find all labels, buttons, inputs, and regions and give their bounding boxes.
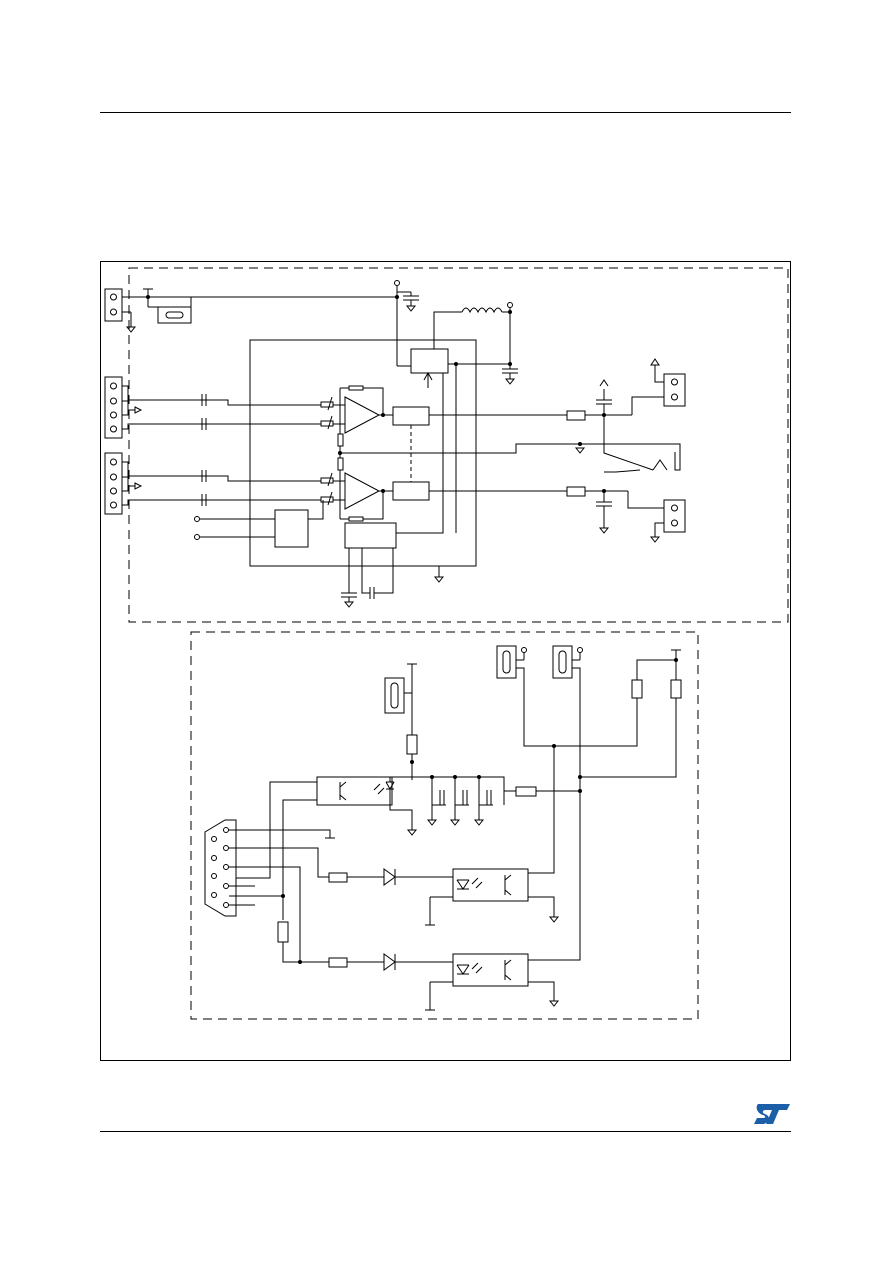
boost-inductor: [433, 302, 518, 385]
output-stage-1: [392, 406, 430, 426]
speaker-connector-2: [649, 499, 686, 543]
speaker-connector-1: [650, 358, 686, 407]
jumper-1: [384, 663, 418, 780]
amplifier-module-boundary: [128, 267, 789, 623]
control-inputs: [194, 516, 275, 540]
charge-pump-capacitors: [341, 548, 445, 608]
fuse: [147, 297, 192, 324]
serial-port-connector: [204, 819, 335, 964]
output-optocoupler: [230, 776, 418, 920]
st-logo: [754, 1104, 790, 1124]
interface-module-boundary: [190, 631, 699, 1020]
control-logic-block: [274, 509, 309, 548]
input-connector-b: [104, 452, 323, 515]
op-amp-channel-2: [320, 451, 393, 522]
header-rule: [100, 112, 791, 113]
headphone-jack: [574, 442, 681, 471]
charge-pump-block: [344, 522, 397, 549]
boost-regulator-block: [410, 348, 449, 374]
jumper-2: [496, 645, 638, 748]
output-channel-1: [429, 379, 664, 471]
mosfet-switches: [412, 775, 580, 826]
output-stage-2: [392, 481, 430, 501]
input-connector-a: [104, 376, 323, 439]
output-channel-2: [429, 469, 664, 534]
power-connector: [104, 288, 397, 333]
input-optocoupler-1: [328, 746, 560, 926]
footer-rule: [100, 1131, 791, 1132]
schematic-figure-frame: [100, 261, 791, 1061]
pull-up-resistors: [580, 649, 682, 778]
jumper-3: [528, 645, 583, 961]
supply-bypass-capacitor: [394, 280, 419, 367]
input-optocoupler-2: [328, 953, 560, 1011]
op-amp-channel-1: [320, 385, 393, 471]
